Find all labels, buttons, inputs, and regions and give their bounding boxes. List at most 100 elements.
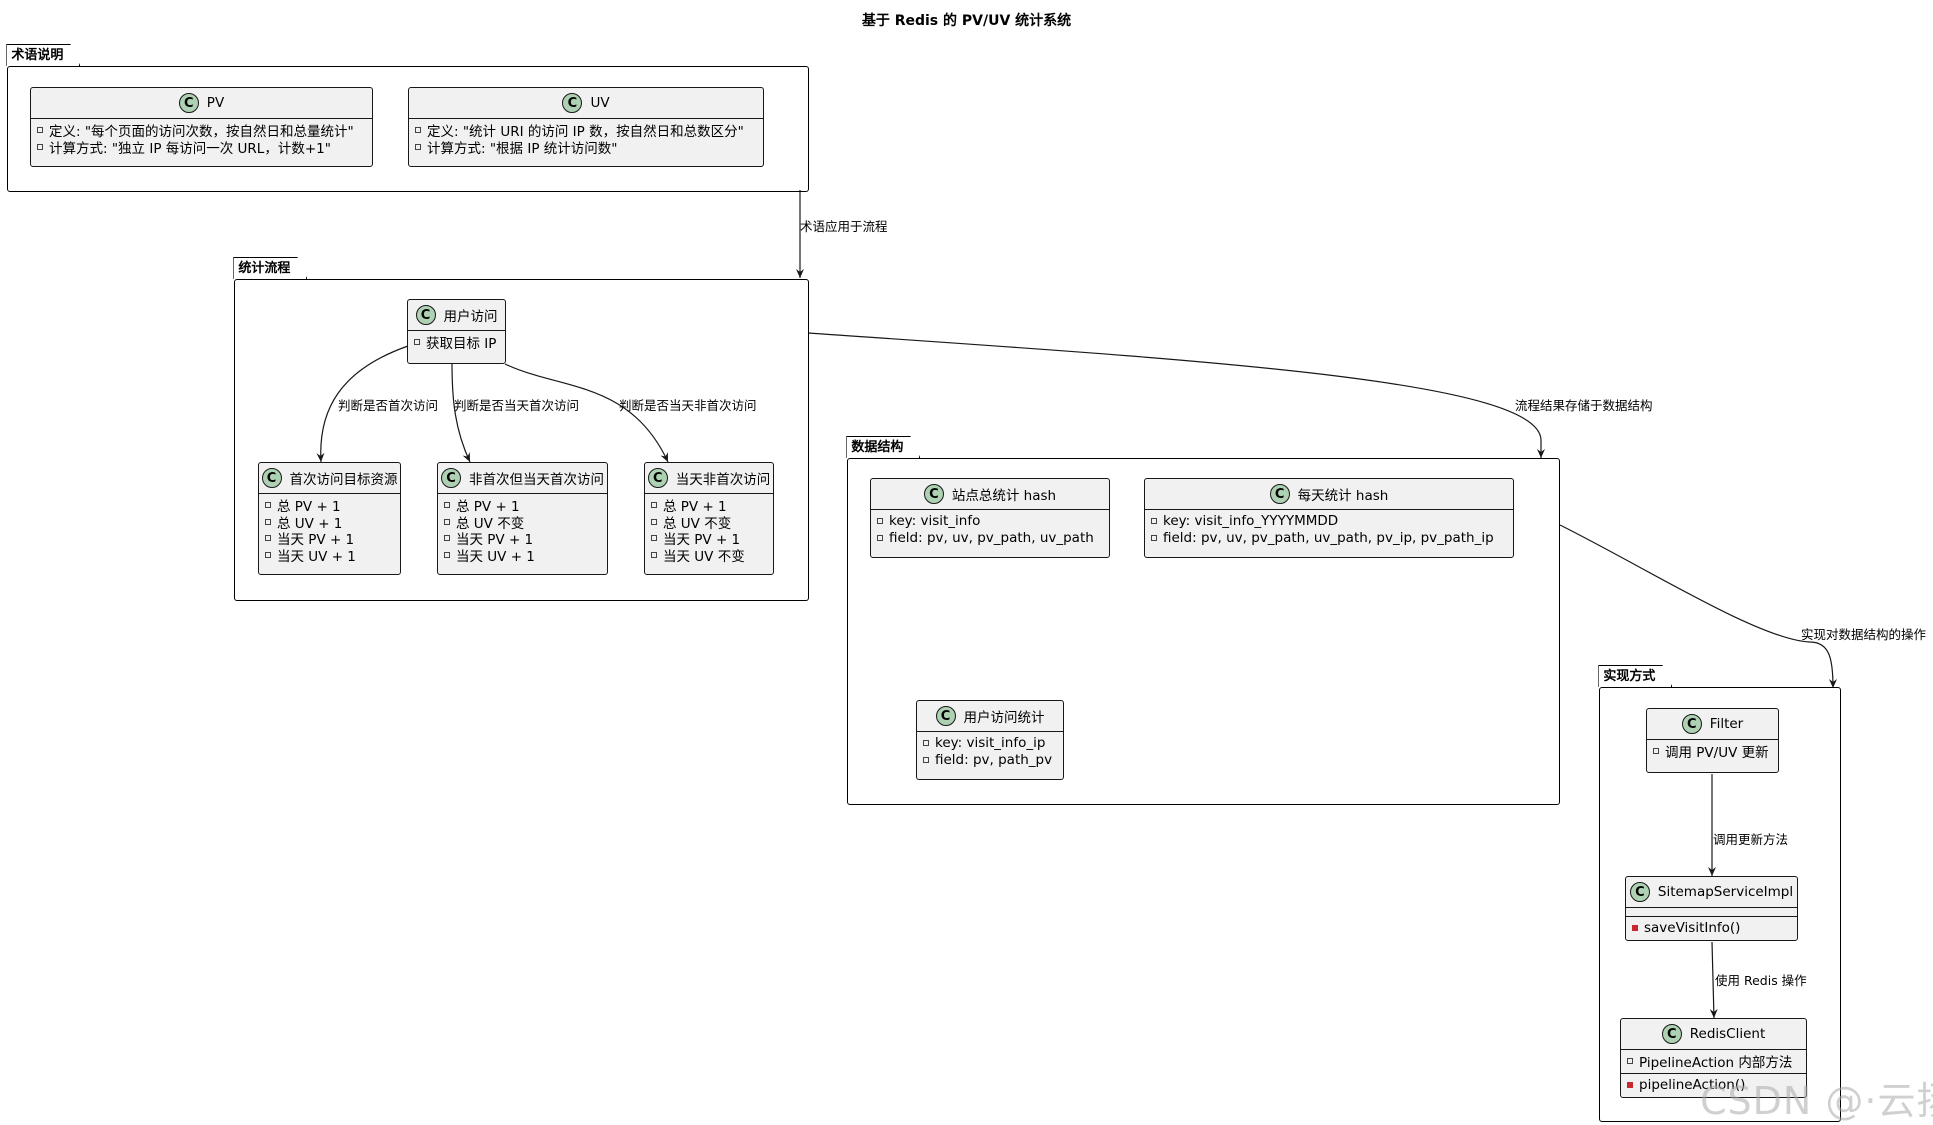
private-field-icon xyxy=(877,534,883,541)
private-field-icon xyxy=(651,535,657,542)
class-name: 用户访问统计 xyxy=(963,710,1045,726)
class-field: key: visit_info_YYYYMMDD xyxy=(1163,513,1339,530)
package-label: 术语说明 xyxy=(6,44,80,66)
class-icon: C xyxy=(261,468,282,488)
package-label: 统计流程 xyxy=(233,257,307,279)
edge-sitemap-to-redis xyxy=(1709,941,1718,1019)
private-field-icon xyxy=(651,551,657,558)
class-field: field: pv, uv, pv_path, uv_path xyxy=(889,529,1094,546)
package-flow: 统计流程 xyxy=(234,279,809,601)
class-field: 当天 UV + 1 xyxy=(456,548,535,565)
class-icon: C xyxy=(415,305,436,325)
private-field-icon xyxy=(923,740,929,747)
class-field: 总 PV + 1 xyxy=(663,499,727,516)
class-field: 总 UV 不变 xyxy=(456,515,525,532)
edge-label-today-not-first: 判断是否当天非首次访问 xyxy=(619,398,757,413)
private-field-icon xyxy=(444,518,450,525)
class-field: field: pv, path_pv xyxy=(935,751,1053,768)
private-field-icon xyxy=(265,502,271,509)
class-field: 当天 PV + 1 xyxy=(663,532,741,549)
class-today-repeat[interactable]: C 当天非首次访问 总 PV + 1 总 UV 不变 当天 PV + 1 当天 U… xyxy=(644,462,774,575)
private-field-icon xyxy=(415,143,421,150)
class-field: 当天 PV + 1 xyxy=(277,532,355,549)
class-method: saveVisitInfo() xyxy=(1644,920,1741,937)
private-field-icon xyxy=(651,502,657,509)
class-method: pipelineAction() xyxy=(1639,1076,1746,1093)
package-terms: 术语说明 xyxy=(7,66,809,192)
class-user-stats[interactable]: C 用户访问统计 key: visit_info_ip field: pv, pa… xyxy=(916,700,1064,780)
private-field-icon xyxy=(444,551,450,558)
edge-label-filter-to-sitemap: 调用更新方法 xyxy=(1713,832,1789,847)
class-name: 站点总统计 hash xyxy=(951,488,1057,504)
class-uv[interactable]: C UV 定义: "统计 URI 的访问 IP 数，按自然日和总数区分" 计算方式… xyxy=(408,87,764,167)
private-method-icon xyxy=(1627,1081,1633,1088)
class-field: 调用 PV/UV 更新 xyxy=(1665,745,1769,762)
class-icon: C xyxy=(441,468,461,488)
private-field-icon xyxy=(923,756,929,763)
private-field-icon xyxy=(651,518,657,525)
edge-label-terms-to-flow: 术语应用于流程 xyxy=(800,219,888,234)
class-name: PV xyxy=(206,95,225,111)
class-field: 总 PV + 1 xyxy=(277,499,341,516)
class-icon: C xyxy=(935,706,956,726)
private-method-icon xyxy=(1632,925,1638,932)
class-field: key: visit_info_ip xyxy=(935,735,1046,752)
edge-data-to-impl xyxy=(1559,524,1837,689)
edge-today-first xyxy=(451,363,471,463)
private-field-icon xyxy=(1151,518,1157,525)
class-first-visit[interactable]: C 首次访问目标资源 总 PV + 1 总 UV + 1 当天 PV + 1 当天… xyxy=(258,462,401,575)
class-field: field: pv, uv, pv_path, uv_path, pv_ip, … xyxy=(1163,529,1494,546)
class-daily-hash[interactable]: C 每天统计 hash key: visit_info_YYYYMMDD fiel… xyxy=(1144,478,1514,558)
edge-label-data-to-impl: 实现对数据结构的操作 xyxy=(1801,627,1927,642)
class-icon: C xyxy=(562,93,583,113)
private-field-icon xyxy=(265,535,271,542)
edge-label-sitemap-to-redis: 使用 Redis 操作 xyxy=(1715,973,1807,988)
class-field: 总 UV 不变 xyxy=(663,515,732,532)
edge-first-visit xyxy=(316,345,409,463)
class-name: 用户访问 xyxy=(443,309,498,325)
class-field: 总 UV + 1 xyxy=(277,515,343,532)
class-field: 总 PV + 1 xyxy=(456,499,520,516)
diagram-title: 基于 Redis 的 PV/UV 统计系统 xyxy=(861,13,1072,29)
class-icon: C xyxy=(1681,714,1702,734)
class-icon: C xyxy=(923,484,944,504)
package-label: 数据结构 xyxy=(846,436,920,458)
private-field-icon xyxy=(444,535,450,542)
class-name: 当天非首次访问 xyxy=(675,472,771,488)
class-field: 定义: "每个页面的访问次数，按自然日和总量统计" xyxy=(49,124,354,141)
class-name: SitemapServiceImpl xyxy=(1657,884,1794,900)
class-icon: C xyxy=(647,468,668,488)
private-field-icon xyxy=(1653,748,1659,755)
class-field: 计算方式: "根据 IP 统计访问数" xyxy=(427,140,618,157)
private-field-icon xyxy=(1627,1058,1633,1065)
class-icon: C xyxy=(1629,882,1650,902)
class-name: 每天统计 hash xyxy=(1297,488,1389,504)
class-icon: C xyxy=(1269,484,1290,504)
watermark: CSDN @·云扬· xyxy=(1700,1079,1933,1123)
class-field: 当天 UV 不变 xyxy=(663,548,745,565)
private-field-icon xyxy=(265,518,271,525)
class-field: 当天 UV + 1 xyxy=(277,548,356,565)
private-field-icon xyxy=(415,127,421,134)
class-name: UV xyxy=(590,95,610,111)
private-field-icon xyxy=(414,339,420,346)
private-field-icon xyxy=(37,143,43,150)
class-name: RedisClient xyxy=(1689,1026,1766,1042)
class-sitemap-service-impl[interactable]: C SitemapServiceImpl saveVisitInfo() xyxy=(1625,876,1798,941)
edge-label-first-visit: 判断是否首次访问 xyxy=(338,398,439,413)
private-field-icon xyxy=(877,518,883,525)
package-label: 实现方式 xyxy=(1598,665,1672,687)
class-name: 非首次但当天首次访问 xyxy=(469,472,604,488)
class-field: PipelineAction 内部方法 xyxy=(1639,1055,1793,1072)
class-icon: C xyxy=(178,93,199,113)
class-name: 首次访问目标资源 xyxy=(289,472,398,488)
class-field: 定义: "统计 URI 的访问 IP 数，按自然日和总数区分" xyxy=(427,124,744,141)
